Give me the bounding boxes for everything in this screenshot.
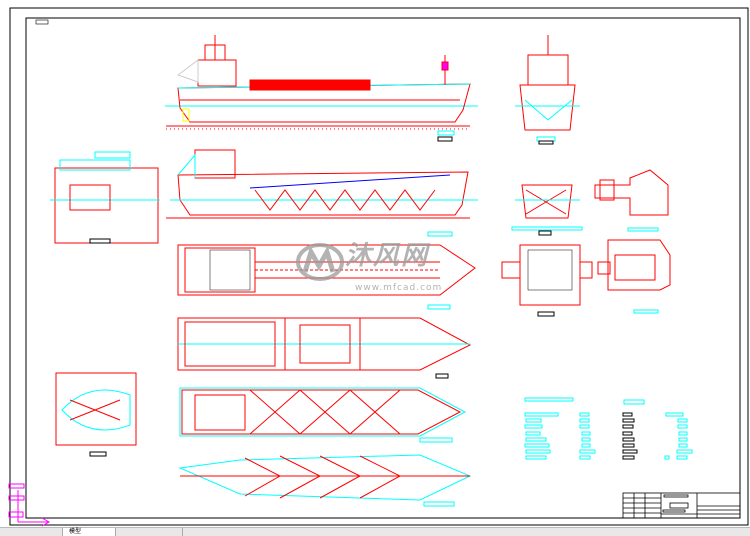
title-block: [622, 492, 741, 519]
corner-label: [35, 19, 49, 25]
layout-tab-bar: 模型: [0, 527, 750, 536]
forecastle-plan-view: [55, 372, 137, 457]
bow-section-view: [594, 169, 669, 232]
front-elevation-view: [515, 35, 580, 145]
watermark-logo-icon: [296, 243, 344, 281]
outer-frame: [9, 7, 749, 526]
tab-model[interactable]: 模型: [63, 528, 116, 536]
midship-section-view: [511, 184, 583, 236]
hold-plan-view: [179, 387, 467, 443]
main-deck-plan-view: [177, 244, 476, 310]
watermark-url: www.mfcad.com: [355, 283, 443, 293]
inner-frame: [25, 17, 741, 519]
ucs-icon: [8, 483, 51, 527]
upper-deck-plan-view: [177, 317, 472, 379]
notes-block: [524, 397, 693, 460]
tab-previous[interactable]: [0, 528, 63, 536]
watermark-name: 沐风网: [345, 241, 430, 271]
profile-view: [165, 35, 478, 142]
engine-room-section-view: [50, 151, 160, 244]
tab-layout[interactable]: [110, 528, 183, 536]
watermark: 沐风网 www.mfcad.com: [295, 240, 470, 298]
bridge-deck-plan-view: [501, 244, 593, 317]
wheelhouse-plan-view: [597, 239, 671, 314]
double-bottom-plan-view: [178, 454, 472, 507]
outboard-profile-view: [166, 149, 478, 237]
